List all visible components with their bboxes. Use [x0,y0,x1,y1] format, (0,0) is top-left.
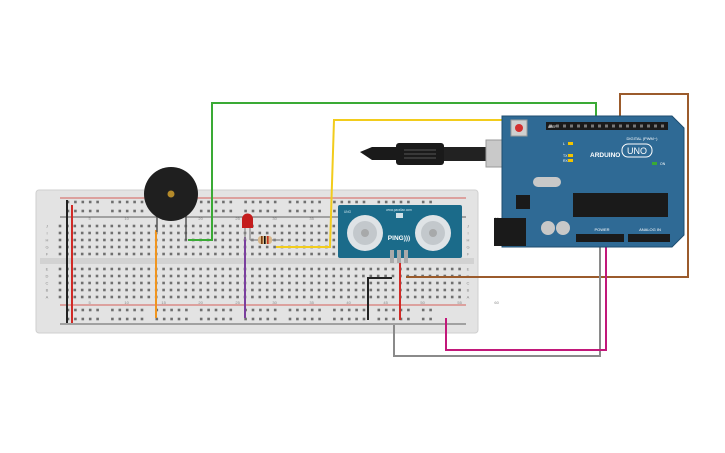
gray-wire[interactable] [393,240,601,357]
column-label: 10 [124,216,129,221]
row-label: A [46,295,49,300]
column-label: 30 [272,300,277,305]
buzzer-center [167,190,175,198]
capacitor-2 [556,221,570,235]
resistor[interactable] [250,236,280,244]
column-label: 25 [235,216,240,221]
column-label: 55 [457,300,462,305]
crystal [533,177,561,187]
power-jack[interactable] [494,218,526,246]
sensor-left-label: UNO [344,210,352,214]
column-label: 15 [161,300,166,305]
column-label: 35 [309,300,314,305]
column-label: 10 [124,300,129,305]
usb-cable[interactable] [360,139,515,168]
arduino-brand-label: ARDUINO [590,152,620,159]
row-label: H [46,238,49,243]
sensor-top-label: www.parallax.com [386,208,412,212]
row-label: G [466,245,469,250]
row-label: H [467,238,470,243]
red-led[interactable] [242,213,253,240]
row-label: F [46,252,49,257]
row-label: E [46,267,49,272]
on-label: ON [660,162,666,166]
row-label: A [467,295,470,300]
atmega-chip [573,193,668,217]
tx-label: TX [563,154,568,158]
arduino-uno[interactable]: ARDUINO UNO DIGITAL (PWM~) POWER ANALOG … [494,115,685,248]
row-label: B [467,288,470,293]
l-label: L [563,142,565,146]
power-label: POWER [594,227,609,232]
analog-header[interactable] [628,234,670,242]
rx-label: RX [563,159,569,163]
column-label: 5 [88,216,91,221]
row-label: I [46,231,47,236]
arduino-model-label: UNO [627,146,647,156]
column-label: 20 [198,300,203,305]
aref-label: AREF [548,125,557,129]
power-header[interactable] [576,234,624,242]
column-label: 45 [383,300,388,305]
green-wire[interactable] [188,102,597,241]
column-label: 25 [235,300,240,305]
row-label: I [467,231,468,236]
row-label: B [46,288,49,293]
analog-label: ANALOG IN [639,227,661,232]
capacitor-1 [541,221,555,235]
ultrasonic-sensor[interactable]: PING))) UNO www.parallax.com [338,205,462,263]
column-label: 60 [494,300,499,305]
column-label: 20 [198,216,203,221]
sensor-model-label: PING))) [388,235,410,242]
brown-wire[interactable] [406,93,689,278]
piezo-buzzer[interactable] [144,167,198,240]
digital-label: DIGITAL (PWM~) [627,136,659,141]
row-label: E [467,267,470,272]
row-label: F [467,252,470,257]
breadboard-labels: 5510101515202025253030353540404545505055… [45,216,499,305]
row-label: D [46,274,49,279]
row-label: C [467,281,470,286]
black-wire-sensor[interactable] [367,277,392,320]
voltage-regulator [516,195,530,209]
column-label: 40 [346,300,351,305]
row-label: C [46,281,49,286]
row-label: J [46,224,48,229]
column-label: 35 [309,216,314,221]
column-label: 5 [88,300,91,305]
row-label: G [45,245,48,250]
column-label: 50 [420,300,425,305]
row-label: J [467,224,469,229]
magenta-wire[interactable] [445,240,607,351]
column-label: 30 [272,216,277,221]
